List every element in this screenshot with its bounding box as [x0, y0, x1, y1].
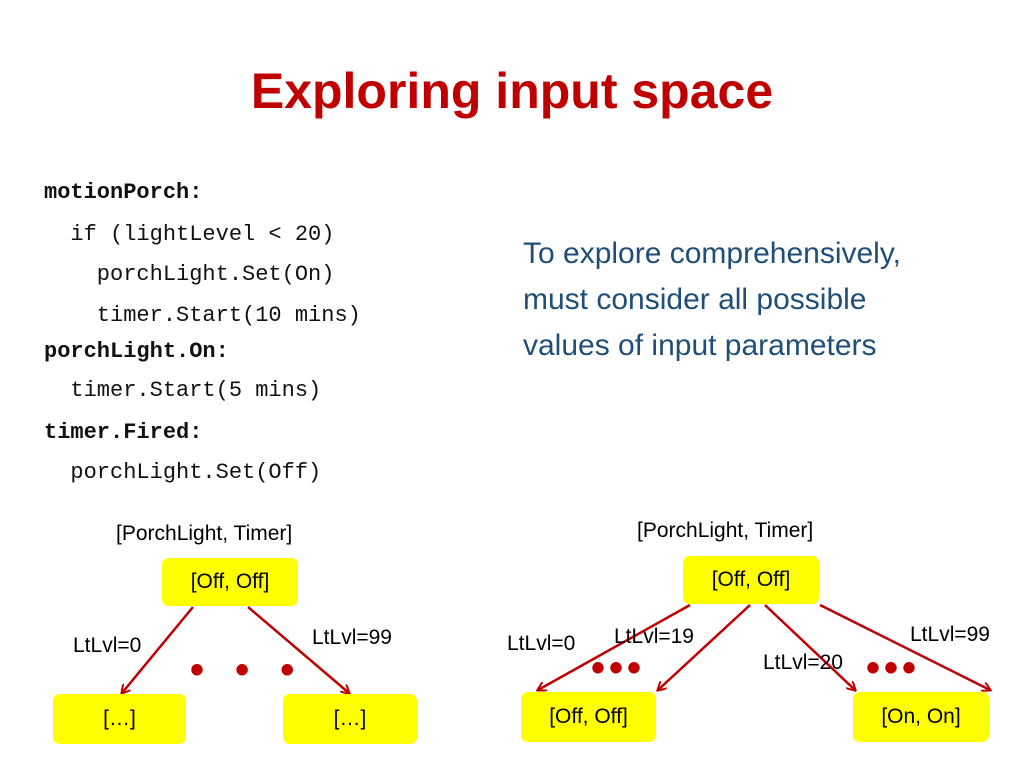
left-edge-ltlvl-0	[122, 606, 194, 693]
right-tree-leaf-left: [Off, Off]	[521, 692, 656, 742]
code-line-porchlight-set-on: porchLight.Set(On)	[44, 262, 335, 287]
right-tree-leaf-right-label: [On, On]	[881, 705, 961, 728]
right-edge-ltlvl-20	[764, 604, 855, 690]
left-edge-label-ltlvl-0: LtLvl=0	[73, 634, 142, 657]
right-tree-leaf-right: [On, On]	[853, 692, 989, 742]
right-tree-ellipsis-left: •••	[591, 646, 646, 690]
code-line-porchlight-on: porchLight.On:	[44, 339, 229, 364]
code-line-timer-start-10: timer.Start(10 mins)	[44, 303, 361, 328]
left-tree-leaf-right: […]	[283, 694, 417, 744]
right-tree-root-label: [Off, Off]	[711, 568, 791, 591]
right-tree-header: [PorchLight, Timer]	[637, 519, 814, 542]
left-edge-label-ltlvl-99: LtLvl=99	[312, 626, 392, 649]
right-edge-label-ltlvl-99: LtLvl=99	[910, 623, 990, 646]
code-line-porchlight-set-off: porchLight.Set(Off)	[44, 460, 322, 485]
right-edge-label-ltlvl-0: LtLvl=0	[507, 632, 576, 655]
slide-title: Exploring input space	[250, 63, 774, 119]
right-edge-ltlvl-19	[658, 604, 751, 690]
right-edge-label-ltlvl-19: LtLvl=19	[614, 625, 694, 648]
left-tree-leaf-left: […]	[53, 694, 186, 744]
right-edge-ltlvl-0	[538, 603, 691, 690]
left-tree-header: [PorchLight, Timer]	[116, 522, 293, 545]
right-tree-ellipsis-right: •••	[866, 646, 921, 690]
left-tree-ellipsis: • • •	[190, 648, 305, 692]
right-tree-root-node: [Off, Off]	[683, 556, 819, 604]
left-edge-ltlvl-99	[247, 606, 349, 693]
explanation-line-2: must consider all possible	[523, 283, 867, 316]
left-tree-leaf-left-label: […]	[103, 707, 136, 730]
code-line-motion-porch: motionPorch:	[44, 180, 203, 205]
left-tree-root-label: [Off, Off]	[190, 570, 270, 593]
explanation-text: To explore comprehensively, must conside…	[523, 231, 1003, 369]
left-tree-leaf-right-label: […]	[333, 707, 367, 730]
left-tree-root-node: [Off, Off]	[162, 558, 298, 606]
explanation-line-1: To explore comprehensively,	[523, 237, 901, 270]
explanation-line-3: values of input parameters	[523, 329, 877, 362]
code-line-timer-start-5: timer.Start(5 mins)	[44, 378, 322, 403]
right-edge-ltlvl-99	[819, 603, 990, 690]
right-tree-leaf-left-label: [Off, Off]	[549, 705, 628, 728]
code-line-timer-fired: timer.Fired:	[44, 420, 203, 445]
right-edge-label-ltlvl-20: LtLvl=20	[763, 651, 843, 674]
code-line-if: if (lightLevel < 20)	[44, 222, 335, 247]
